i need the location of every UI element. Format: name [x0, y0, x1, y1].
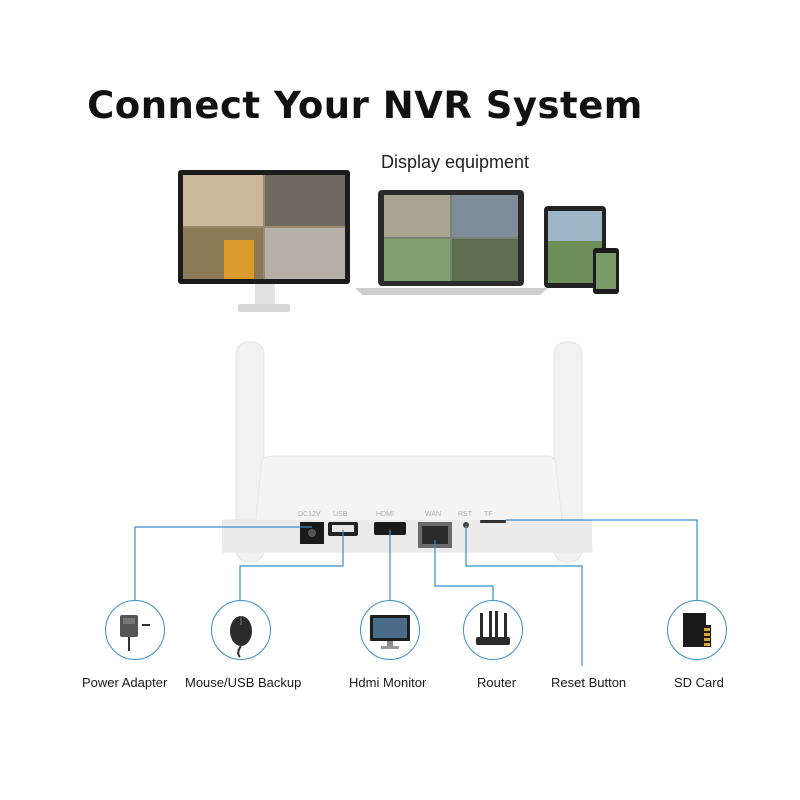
svg-text:WAN: WAN [425, 511, 441, 518]
svg-text:RST: RST [458, 511, 473, 518]
mouse-icon [230, 616, 252, 658]
device-label-router: Router [477, 675, 517, 690]
power-adapter-icon [120, 615, 150, 651]
power-adapter-circle [105, 600, 165, 660]
display-equipment-illustration [178, 170, 619, 312]
svg-text:USB: USB [333, 511, 348, 518]
nvr-device: DC12V USB HDMI WAN RST TF [221, 341, 593, 563]
tf-slot [480, 520, 506, 523]
device-label-reset-button: Reset Button [551, 675, 627, 690]
device-label-power-adapter: Power Adapter [82, 675, 168, 690]
laptop-icon [355, 190, 548, 295]
svg-text:DC12V: DC12V [298, 511, 321, 518]
phone-icon [593, 248, 619, 294]
hdmi-port [374, 522, 406, 535]
router-circle [463, 600, 523, 660]
reset-hole [463, 522, 469, 528]
sd-card-icon [683, 613, 711, 647]
sd-card-circle [667, 600, 727, 660]
svg-text:TF: TF [484, 511, 493, 518]
display-equipment-label: Display equipment [380, 152, 530, 172]
svg-text:HDMI: HDMI [376, 511, 394, 518]
monitor-circle [360, 600, 420, 660]
page-title: Connect Your NVR System [87, 84, 643, 127]
monitor-icon [370, 615, 410, 649]
device-label-mouse: Mouse/USB Backup [185, 675, 302, 690]
router-icon [476, 611, 510, 645]
device-label-hdmi-monitor: Hdmi Monitor [349, 675, 427, 690]
device-label-sd-card: SD Card [674, 675, 724, 690]
desktop-monitor-icon [178, 170, 350, 312]
mouse-circle [211, 600, 271, 660]
